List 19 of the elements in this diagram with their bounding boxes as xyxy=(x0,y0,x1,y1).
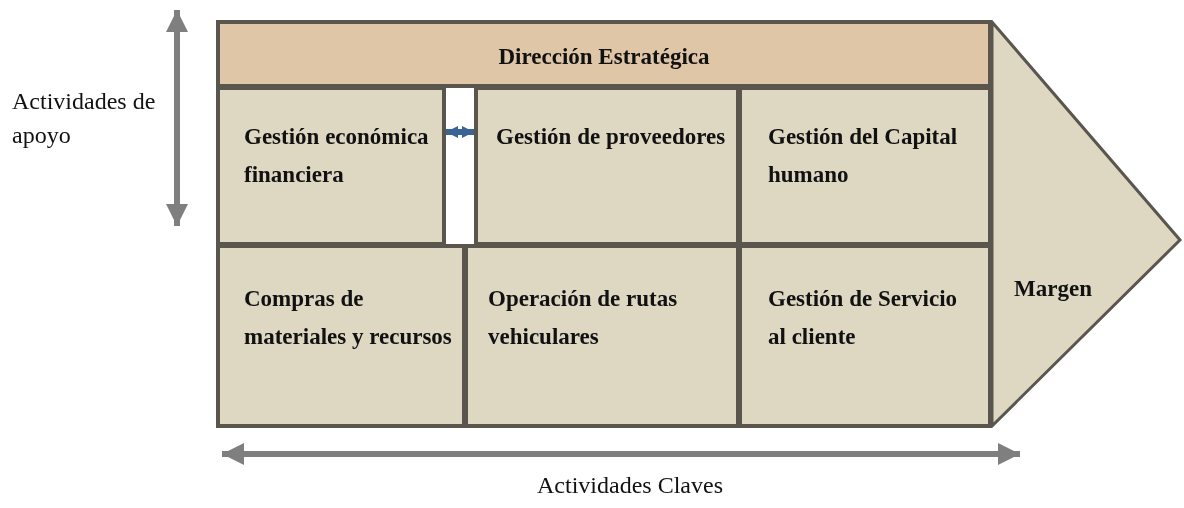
activity-label: Gestión del Capital humano xyxy=(768,123,959,189)
activity-label: Gestión de proveedores xyxy=(496,123,727,151)
activity-box xyxy=(738,86,992,246)
activity-box xyxy=(738,244,992,428)
activity-box xyxy=(464,244,740,428)
margin-arrow-shape xyxy=(990,20,1184,428)
activity-box xyxy=(216,86,446,246)
double-arrow xyxy=(446,126,474,138)
activity-label: Compras de materiales y recursos xyxy=(244,285,453,351)
activity-label: Gestión de Servicio al cliente xyxy=(768,285,959,351)
axis-label: Actividades de apoyo xyxy=(12,87,157,150)
strategy-band xyxy=(216,20,992,88)
activity-label: Margen xyxy=(1014,275,1093,303)
activity-box xyxy=(216,244,466,428)
activity-label: Dirección Estratégica xyxy=(497,43,711,71)
axis-label: Actividades Claves xyxy=(536,471,724,500)
activity-label: Operación de rutas vehiculares xyxy=(488,285,679,351)
activity-box xyxy=(474,86,740,246)
activity-label: Gestión económica financiera xyxy=(244,123,430,189)
